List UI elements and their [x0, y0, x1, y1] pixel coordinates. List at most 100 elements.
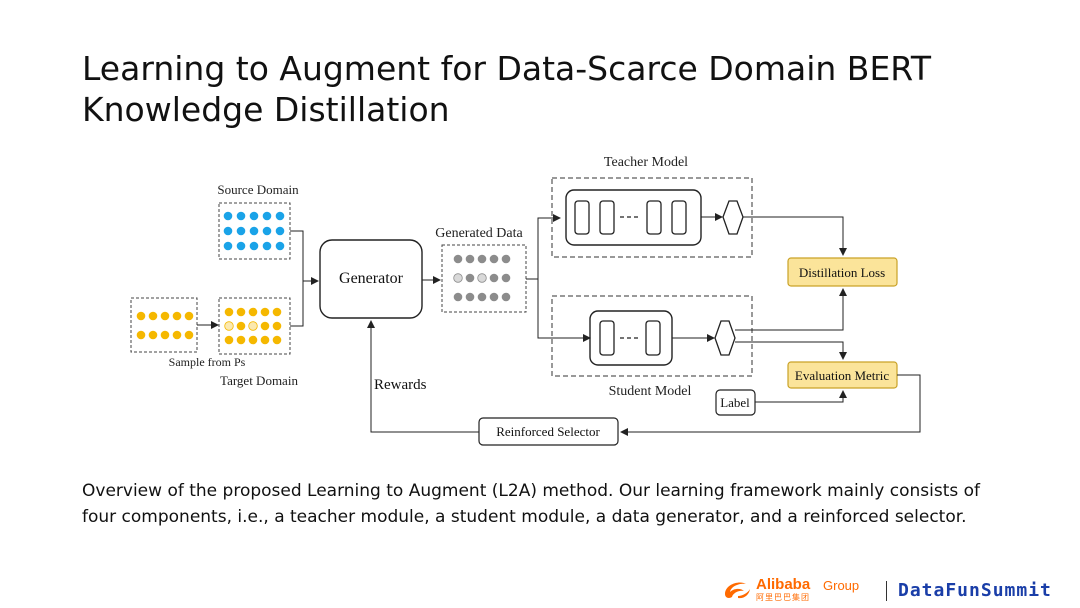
sample-from-ps-label: Sample from Ps: [169, 355, 246, 369]
sample-dots-dot: [148, 311, 158, 321]
generator-box: [319, 239, 423, 319]
label-to-metric-arrow: [755, 390, 847, 403]
generator-label: Generator: [339, 270, 404, 287]
distillation-loss-box: [787, 257, 898, 287]
tgt-dots-dot: [272, 321, 282, 331]
sample-dots-dot: [160, 330, 170, 340]
src-dots-dot: [262, 226, 272, 236]
rewards-label: Rewards: [374, 377, 427, 393]
sample-dots-dot: [172, 330, 182, 340]
alibaba-logo-icon: [725, 582, 750, 599]
alibaba-group-text: Group: [823, 578, 860, 593]
generated-data-dots: [453, 254, 511, 302]
footer-separator: [886, 581, 887, 601]
src-dots-dot: [223, 226, 233, 236]
tgt-dots-dot: [248, 321, 258, 331]
tgt-dots-dot: [236, 321, 246, 331]
data-to-teacher-arrow: [526, 214, 561, 280]
tgt-dots-dot: [224, 335, 234, 345]
src-dots-dot: [249, 211, 259, 221]
distillation-loss-label: Distillation Loss: [799, 265, 885, 280]
target-domain-dots: [224, 307, 282, 345]
slide-title: Learning to Augment for Data-Scarce Doma…: [82, 48, 982, 130]
tgt-dots-dot: [260, 321, 270, 331]
student-model-region: [551, 295, 753, 377]
source-domain-box: [218, 202, 291, 260]
gen-dots-dot: [465, 254, 475, 264]
gen-dots-dot: [453, 254, 463, 264]
teacher-output-head: [722, 200, 744, 235]
target-domain-box: [218, 297, 291, 355]
gen-dots-dot: [465, 292, 475, 302]
tgt-dots-dot: [248, 335, 258, 345]
src-dots-dot: [249, 226, 259, 236]
src-dots-dot: [223, 211, 233, 221]
gen-dots-dot: [501, 292, 511, 302]
sample-dots-dot: [184, 330, 194, 340]
gen-dots-dot: [489, 273, 499, 283]
teacher-model-label: Teacher Model: [604, 155, 688, 170]
label-text: Label: [720, 395, 750, 410]
gen-dots-dot: [489, 292, 499, 302]
tgt-dots-dot: [260, 335, 270, 345]
tgt-dots-dot: [248, 307, 258, 317]
tgt-dots-dot: [272, 335, 282, 345]
sample-dots-dot: [160, 311, 170, 321]
tgt-dots-dot: [224, 321, 234, 331]
footer-logos: Alibaba Group 阿里巴巴集团 DataFunSummit: [722, 574, 1074, 606]
src-dots-dot: [262, 241, 272, 251]
data-to-student-arrow: [537, 279, 591, 342]
src-dots-dot: [262, 211, 272, 221]
title-line-1: Learning to Augment for Data-Scarce Doma…: [82, 49, 931, 88]
student-to-metric-arrow: [735, 341, 847, 360]
sample-dots-dot: [148, 330, 158, 340]
reinforced-selector-label: Reinforced Selector: [496, 424, 600, 439]
src-dots-dot: [223, 241, 233, 251]
sample-dots-dot: [184, 311, 194, 321]
source-domain-dots: [223, 211, 285, 251]
student-output-head: [714, 320, 736, 356]
domains-to-generator-arrow: [290, 230, 318, 327]
sample-dots: [136, 311, 194, 340]
student-encoder: [589, 310, 673, 366]
alibaba-wordmark: Alibaba: [756, 576, 811, 593]
gen-dots-dot: [477, 273, 487, 283]
tgt-dots-dot: [260, 307, 270, 317]
metric-to-selector-arrow: [620, 374, 921, 436]
sample-dots-dot: [172, 311, 182, 321]
student-model-label: Student Model: [609, 384, 692, 399]
rewards-arrow: [367, 320, 479, 433]
src-dots-dot: [236, 226, 246, 236]
evaluation-metric-label: Evaluation Metric: [795, 368, 889, 383]
source-domain-label: Source Domain: [217, 182, 299, 197]
gen-dots-dot: [501, 273, 511, 283]
title-line-2: Knowledge Distillation: [82, 90, 450, 129]
src-dots-dot: [236, 211, 246, 221]
gen-dots-dot: [477, 254, 487, 264]
teacher-model-region: [551, 177, 753, 258]
gen-dots-dot: [453, 292, 463, 302]
src-dots-dot: [236, 241, 246, 251]
gen-dots-dot: [453, 273, 463, 283]
gen-dots-dot: [501, 254, 511, 264]
gen-dots-dot: [465, 273, 475, 283]
tgt-dots-dot: [272, 307, 282, 317]
tgt-dots-dot: [236, 335, 246, 345]
teacher-encoder: [565, 189, 702, 246]
sample-box: [130, 297, 198, 353]
tgt-dots-dot: [236, 307, 246, 317]
tgt-dots-dot: [224, 307, 234, 317]
target-domain-label: Target Domain: [220, 373, 298, 388]
teacher-to-loss-arrow: [743, 216, 847, 256]
gen-dots-dot: [489, 254, 499, 264]
src-dots-dot: [249, 241, 259, 251]
figure-caption: Overview of the proposed Learning to Aug…: [82, 481, 981, 527]
alibaba-chinese-name: 阿里巴巴集团: [756, 593, 810, 602]
sample-dots-dot: [136, 330, 146, 340]
src-dots-dot: [275, 226, 285, 236]
src-dots-dot: [275, 211, 285, 221]
sample-dots-dot: [136, 311, 146, 321]
generated-data-label: Generated Data: [435, 226, 523, 241]
src-dots-dot: [275, 241, 285, 251]
